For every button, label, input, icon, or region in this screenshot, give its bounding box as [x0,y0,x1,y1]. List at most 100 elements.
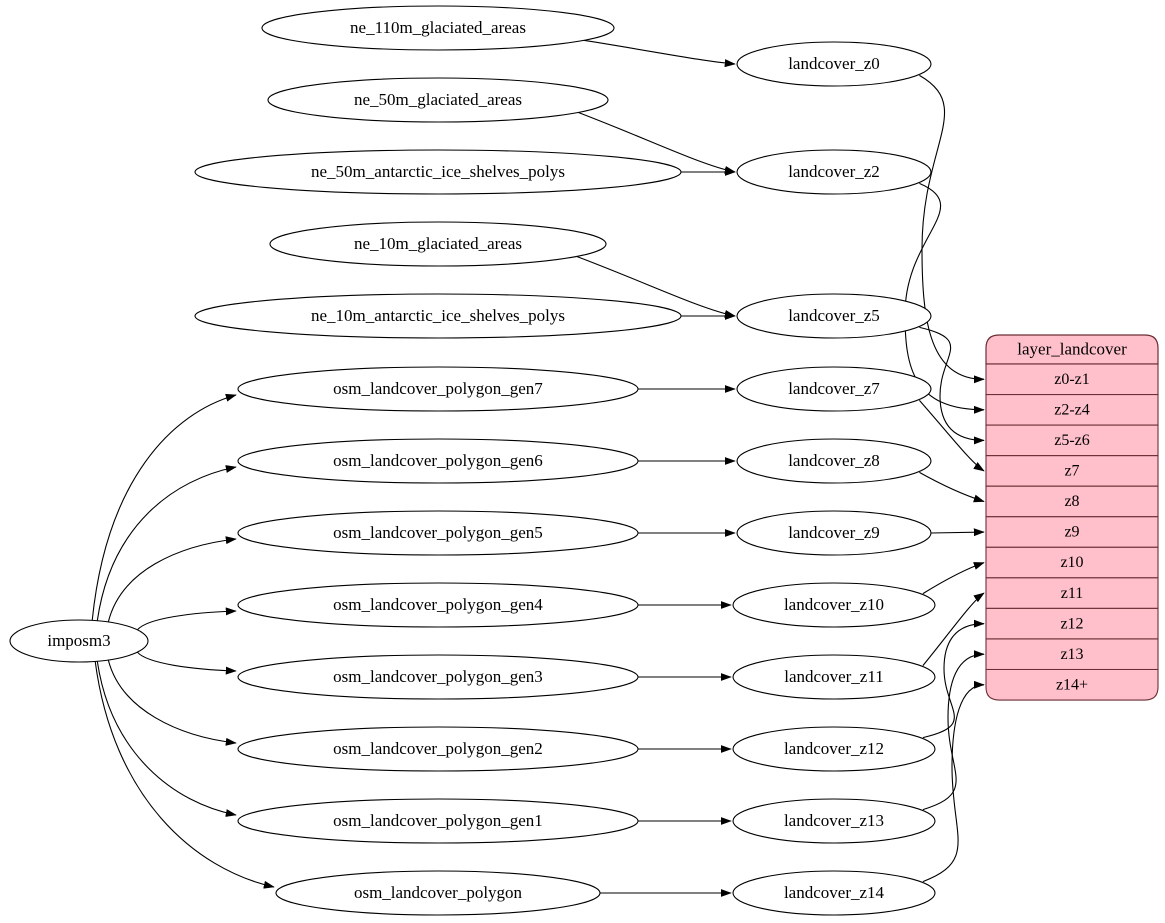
node-landcover_z14[interactable]: landcover_z14 [732,870,936,916]
node-label: osm_landcover_polygon_gen4 [333,595,543,614]
node-osm_landcover_polygon_gen6[interactable]: osm_landcover_polygon_gen6 [237,438,639,484]
edge-imposm3-to-osm_landcover_polygon_gen3 [136,651,237,675]
node-landcover_z5[interactable]: landcover_z5 [736,293,932,339]
node-label: ne_50m_glaciated_areas [354,90,522,109]
node-label: landcover_z13 [784,811,884,830]
table-row-label: z9 [1064,524,1079,541]
node-label: landcover_z5 [788,306,880,325]
table-header-cell [985,334,1159,365]
node-ellipse [237,510,639,556]
node-osm_landcover_polygon_gen3[interactable]: osm_landcover_polygon_gen3 [237,654,639,700]
node-label: osm_landcover_polygon_gen5 [333,523,543,542]
node-ellipse [261,5,615,51]
layer-landcover-table[interactable]: layer_landcoverz0-z1z2-z4z5-z6z7z8z9z10z… [985,334,1159,701]
edge-landcover_z14-to-table-row-10 [922,680,985,883]
edge-ne_50m_glaciated_areas-to-landcover_z2 [577,111,736,174]
table-row-label: z13 [1060,646,1083,663]
node-landcover_z13[interactable]: landcover_z13 [732,798,936,844]
edge-landcover_z8-to-table-row-4 [919,471,985,503]
node-ellipse [237,654,639,700]
node-label: landcover_z7 [788,379,880,398]
node-landcover_z10[interactable]: landcover_z10 [732,582,936,628]
node-ne_10m_glaciated_areas[interactable]: ne_10m_glaciated_areas [269,221,607,267]
node-ellipse [269,221,607,267]
node-label: landcover_z9 [788,523,880,542]
node-ellipse [237,582,639,628]
node-label: osm_landcover_polygon_gen2 [333,739,543,758]
table-row-cell[interactable] [985,668,1159,701]
edges-group [91,39,985,897]
node-label: landcover_z11 [784,667,883,686]
node-ne_50m_glaciated_areas[interactable]: ne_50m_glaciated_areas [267,77,609,123]
node-osm_landcover_polygon_gen1[interactable]: osm_landcover_polygon_gen1 [237,798,639,844]
node-landcover_z11[interactable]: landcover_z11 [732,654,936,700]
edge-imposm3-to-osm_landcover_polygon_gen4 [136,607,237,631]
node-label: landcover_z10 [784,595,884,614]
node-label: osm_landcover_polygon_gen6 [333,451,543,470]
table-row-label: z8 [1064,493,1079,510]
node-osm_landcover_polygon_gen4[interactable]: osm_landcover_polygon_gen4 [237,582,639,628]
node-label: ne_110m_glaciated_areas [350,18,526,37]
node-landcover_z2[interactable]: landcover_z2 [736,149,932,195]
table-row-label: z2-z4 [1054,401,1090,418]
table-row-label: z14+ [1056,676,1088,693]
edge-imposm3-to-osm_landcover_polygon_gen7 [91,393,237,621]
table-row-cell[interactable] [985,638,1159,671]
node-ellipse [736,510,932,556]
table-row-label: z0-z1 [1054,371,1090,388]
table-row-cell[interactable] [985,363,1159,396]
node-ellipse [736,438,932,484]
node-ne_10m_antarctic_ice_shelves_polys[interactable]: ne_10m_antarctic_ice_shelves_polys [194,293,682,339]
node-landcover_z9[interactable]: landcover_z9 [736,510,932,556]
table-row-cell[interactable] [985,577,1159,609]
node-label: ne_50m_antarctic_ice_shelves_polys [311,162,565,181]
node-ellipse [732,726,936,772]
edge-landcover_z5-to-table-row-2 [919,326,985,445]
node-label: landcover_z8 [788,451,880,470]
node-ellipse [237,798,639,844]
node-ellipse [732,582,936,628]
edge-imposm3-to-osm_landcover_polygon [94,661,275,889]
node-label: osm_landcover_polygon_gen1 [333,811,543,830]
table-row-label: z12 [1060,615,1083,632]
table-row-cell[interactable] [985,516,1159,548]
table-row-label: z7 [1064,463,1079,480]
table-row-label: z10 [1060,554,1083,571]
table-row-cell[interactable] [985,546,1159,579]
edge-landcover_z7-to-table-row-3 [918,400,985,472]
node-ne_50m_antarctic_ice_shelves_polys[interactable]: ne_50m_antarctic_ice_shelves_polys [194,149,682,195]
edge-ne_10m_glaciated_areas-to-landcover_z5 [575,255,736,318]
table-row-cell[interactable] [985,485,1159,518]
edge-imposm3-to-osm_landcover_polygon_gen5 [107,536,237,623]
node-osm_landcover_polygon_gen5[interactable]: osm_landcover_polygon_gen5 [237,510,639,556]
nodes-group: imposm3 ne_110m_glaciated_areas ne_50m_gla… [9,5,936,916]
node-osm_landcover_polygon[interactable]: osm_landcover_polygon [275,870,601,916]
node-imposm3[interactable]: imposm3 [9,619,149,663]
edge-imposm3-to-osm_landcover_polygon_gen6 [96,465,237,621]
node-landcover_z7[interactable]: landcover_z7 [736,366,932,412]
node-ellipse [736,149,932,195]
node-label: landcover_z14 [784,883,885,902]
table-row-cell[interactable] [985,455,1159,487]
node-landcover_z8[interactable]: landcover_z8 [736,438,932,484]
node-ellipse [736,41,932,87]
node-label: landcover_z0 [788,54,880,73]
node-osm_landcover_polygon_gen7[interactable]: osm_landcover_polygon_gen7 [237,366,639,412]
table-header-label: layer_landcover [1017,339,1127,358]
node-ellipse [732,798,936,844]
edge-landcover_z12-to-table-row-8 [922,619,985,739]
node-osm_landcover_polygon_gen2[interactable]: osm_landcover_polygon_gen2 [237,726,639,772]
edge-landcover_z10-to-table-row-6 [922,562,985,595]
edge-landcover_z9-to-table-row-5 [930,528,985,537]
node-ellipse [237,438,639,484]
edge-imposm3-to-osm_landcover_polygon_gen1 [96,661,237,817]
node-ellipse [9,619,149,663]
node-ne_110m_glaciated_areas[interactable]: ne_110m_glaciated_areas [261,5,615,51]
table-row-cell[interactable] [985,393,1159,426]
edge-landcover_z11-to-table-row-7 [922,592,985,666]
node-landcover_z0[interactable]: landcover_z0 [736,41,932,87]
node-label: imposm3 [47,631,110,650]
node-landcover_z12[interactable]: landcover_z12 [732,726,936,772]
node-label: landcover_z2 [788,162,880,181]
